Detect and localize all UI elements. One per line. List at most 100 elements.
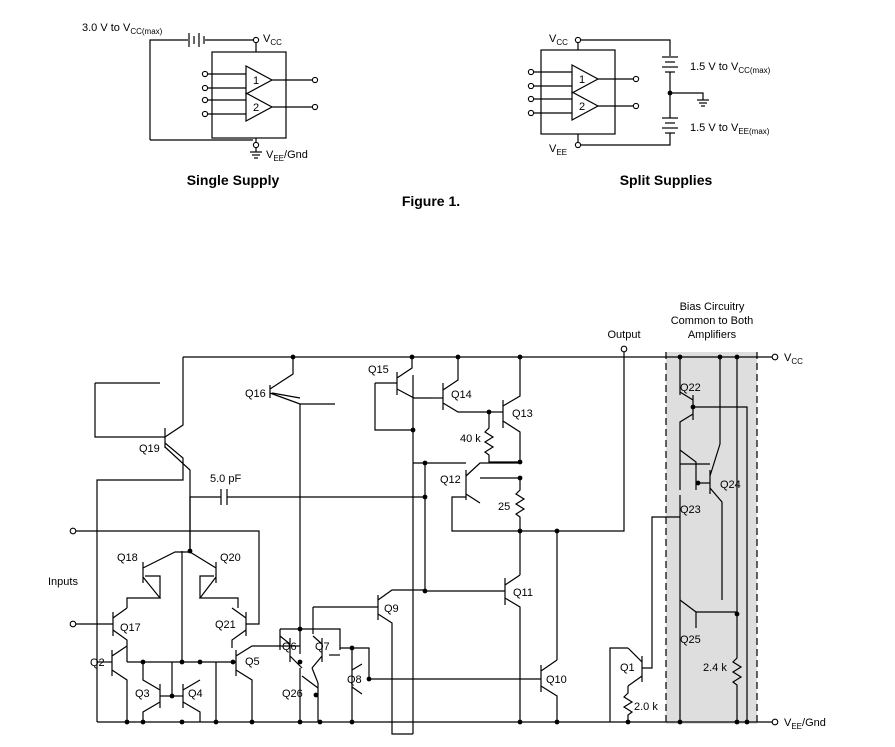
q21-label: Q21 <box>215 619 236 631</box>
transistor-q15: Q15 <box>368 357 433 431</box>
vcc-terminal <box>771 353 779 361</box>
bias-title: Bias Circuitry Common to Both Amplifiers <box>671 301 754 341</box>
q1-label: Q1 <box>620 662 635 674</box>
q12-label: Q12 <box>440 474 461 486</box>
transistor-q1: Q1 <box>609 516 680 722</box>
split-vee-terminal <box>574 141 582 149</box>
single-battery-label: 3.0 V to VCC(max) <box>82 22 163 36</box>
split-bottom-battery <box>662 117 678 134</box>
r25-label: 25 <box>498 501 510 513</box>
transistor-q8: Q8 <box>347 648 363 722</box>
q13-label: Q13 <box>512 408 533 420</box>
r40k-label: 40 k <box>460 433 481 445</box>
split-vcc-label: VCC <box>549 33 568 47</box>
single-ground-symbol <box>250 148 262 159</box>
transistor-q17: Q17 <box>112 607 141 662</box>
inputs-label: Inputs <box>48 576 78 588</box>
q19-label: Q19 <box>139 443 160 455</box>
single-supply-diagram: 3.0 V to VCC(max) VCC VEE/Gnd 1 <box>82 22 319 188</box>
split-opamp-2-label: 2 <box>579 101 585 113</box>
split-ground-symbol <box>697 99 709 107</box>
vee-terminal <box>771 718 779 726</box>
q22-label: Q22 <box>680 382 701 394</box>
transistor-q5: Q5 <box>200 645 300 722</box>
split-bottom-battery-label: 1.5 V to VEE(max) <box>690 122 770 136</box>
q23-label: Q23 <box>680 504 701 516</box>
transistor-q14: Q14 <box>433 357 489 413</box>
figure-caption: Figure 1. <box>402 193 460 209</box>
split-opamp-1-label: 1 <box>579 74 585 86</box>
q17-label: Q17 <box>120 622 141 634</box>
split-supplies-title: Split Supplies <box>620 172 713 188</box>
q10-label: Q10 <box>546 674 567 686</box>
bias-title-line-3: Amplifiers <box>688 329 737 341</box>
q16-label: Q16 <box>245 388 266 400</box>
q4-label: Q4 <box>188 688 203 700</box>
resistor-25: 25 <box>498 478 526 531</box>
split-opamp-1: 1 <box>527 63 640 95</box>
single-supply-title: Single Supply <box>187 172 280 188</box>
split-vee-label: VEE <box>549 143 567 157</box>
single-vcc-terminal <box>252 36 260 44</box>
transistor-q10: Q10 <box>369 659 567 722</box>
bias-title-line-1: Bias Circuitry <box>680 301 745 313</box>
split-package-box <box>540 49 616 135</box>
q6-label: Q6 <box>282 641 297 653</box>
transistor-q23: Q23 <box>679 495 701 600</box>
q26-label: Q26 <box>282 688 303 700</box>
single-opamp-2-label: 2 <box>253 102 259 114</box>
transistor-q7: Q7 <box>311 635 330 669</box>
single-opamp-2: 2 <box>201 91 319 123</box>
r24k-label: 2.4 k <box>703 662 727 674</box>
split-vcc-terminal <box>574 36 582 44</box>
input-terminal-1 <box>69 527 77 535</box>
transistor-q24: Q24 <box>709 443 741 600</box>
bias-title-line-2: Common to Both <box>671 315 754 327</box>
transistor-q13: Q13 <box>489 357 533 460</box>
single-vee-label: VEE/Gnd <box>266 149 308 163</box>
input-terminal-2 <box>69 620 77 628</box>
output-label: Output <box>607 329 640 341</box>
resistor-2-4k: 2.4 k <box>703 614 743 722</box>
single-opamp-1-label: 1 <box>253 75 259 87</box>
split-supplies-diagram: VCC VEE 1.5 V to VCC(max) <box>527 33 771 188</box>
q15-label: Q15 <box>368 364 389 376</box>
transistor-q11: Q11 <box>425 574 533 722</box>
resistor-2k: 2.0 k <box>622 686 658 722</box>
single-vee-terminal <box>252 141 260 149</box>
transistor-q12: Q12 <box>413 462 520 504</box>
transistor-q22: Q22 <box>679 382 748 722</box>
transistor-q9: Q9 <box>312 589 425 735</box>
split-opamp-2: 2 <box>527 90 640 122</box>
transistor-q25: Q25 <box>679 599 737 722</box>
transistor-q2: Q2 <box>90 645 128 722</box>
q5-label: Q5 <box>245 656 260 668</box>
q25-label: Q25 <box>680 634 701 646</box>
transistor-q4: Q4 <box>172 679 203 722</box>
q14-label: Q14 <box>451 389 472 401</box>
transistor-q16: Q16 <box>245 357 335 405</box>
single-package-box <box>211 51 287 139</box>
output-terminal <box>620 345 628 353</box>
schematic: Bias Circuitry Common to Both Amplifiers… <box>48 301 826 735</box>
vcc-label: VCC <box>784 352 803 366</box>
q2-label: Q2 <box>90 657 105 669</box>
transistor-q18: Q18 <box>117 551 190 608</box>
split-top-battery <box>662 56 678 73</box>
bias-region <box>666 352 757 724</box>
transistor-q26: Q26 <box>282 667 319 722</box>
q20-label: Q20 <box>220 552 241 564</box>
single-vcc-label: VCC <box>263 33 282 47</box>
capacitor-5pf: 5.0 pF <box>210 473 425 505</box>
q18-label: Q18 <box>117 552 138 564</box>
r2k-label: 2.0 k <box>634 701 658 713</box>
q24-label: Q24 <box>720 479 741 491</box>
vee-label: VEE/Gnd <box>784 717 826 731</box>
q11-label: Q11 <box>513 587 533 599</box>
q3-label: Q3 <box>135 688 150 700</box>
transistor-q21: Q21 <box>215 607 247 648</box>
resistor-40k: 40 k <box>460 412 520 463</box>
cap-label: 5.0 pF <box>210 473 241 485</box>
split-top-battery-label: 1.5 V to VCC(max) <box>690 61 771 75</box>
